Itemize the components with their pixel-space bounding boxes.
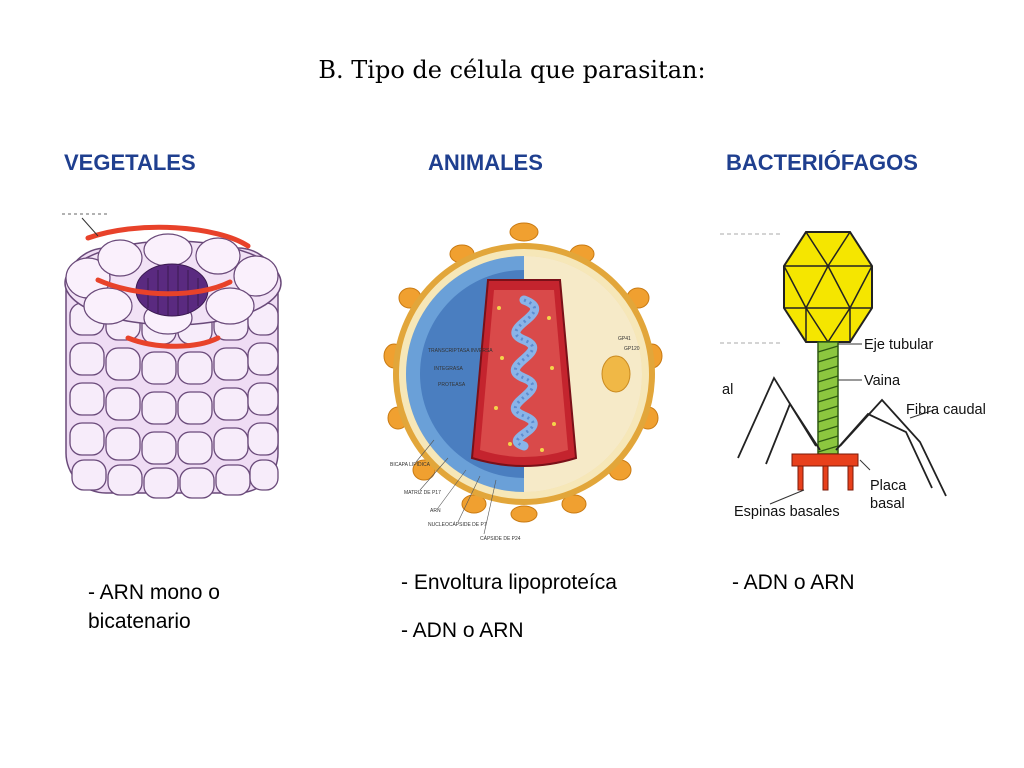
bullet-vegetales-1: - ARN mono o xyxy=(88,581,220,604)
hiv-virus-illustration: TRANSCRIPTASA INVERSA INTEGRASA PROTEASA… xyxy=(383,222,663,542)
bullet-bacteriofagos-1: - ADN o ARN xyxy=(732,571,855,594)
label-gp120: GP120 xyxy=(624,346,640,352)
label-espinas-basales: Espinas basales xyxy=(734,504,840,520)
label-integrasa: INTEGRASA xyxy=(434,366,464,372)
bullets-vegetales: - ARN mono o bicatenario xyxy=(88,578,220,636)
label-gp41: GP41 xyxy=(618,336,631,342)
phage-virus-illustration: Eje tubular Vaina Fibra caudal Placa bas… xyxy=(720,231,986,520)
bullets-animales: - Envoltura lipoproteíca - ADN o ARN xyxy=(401,568,617,645)
label-capside: CÁPSIDE DE P24 xyxy=(480,535,521,542)
label-transcriptasa: TRANSCRIPTASA INVERSA xyxy=(428,348,493,354)
bullet-animales-2: - ADN o ARN xyxy=(401,619,524,642)
label-cut-al: al xyxy=(722,382,733,398)
tmv-virus-illustration xyxy=(62,213,282,499)
label-proteasa: PROTEASA xyxy=(438,382,466,388)
heading-animales: ANIMALES xyxy=(428,150,543,175)
label-arn: ARN xyxy=(430,508,441,514)
label-bicapa: BICAPA LIPÍDICA xyxy=(390,461,431,468)
bullet-animales-1: - Envoltura lipoproteíca xyxy=(401,571,617,594)
label-fibra-caudal: Fibra caudal xyxy=(906,402,986,418)
label-matriz: MATRIZ DE P17 xyxy=(404,490,441,496)
slide-title: B. Tipo de célula que parasitan: xyxy=(318,56,706,84)
label-eje-tubular: Eje tubular xyxy=(864,337,933,353)
heading-bacteriofagos: BACTERIÓFAGOS xyxy=(726,150,918,175)
label-basal: basal xyxy=(870,496,905,512)
bullets-bacteriofagos: - ADN o ARN xyxy=(732,568,855,597)
heading-vegetales: VEGETALES xyxy=(64,150,196,175)
label-nucleocapside: NUCLEOCÁPSIDE DE P7 xyxy=(428,521,487,528)
label-placa: Placa xyxy=(870,478,907,494)
label-vaina: Vaina xyxy=(864,373,901,389)
bullet-vegetales-2: bicatenario xyxy=(88,610,191,633)
